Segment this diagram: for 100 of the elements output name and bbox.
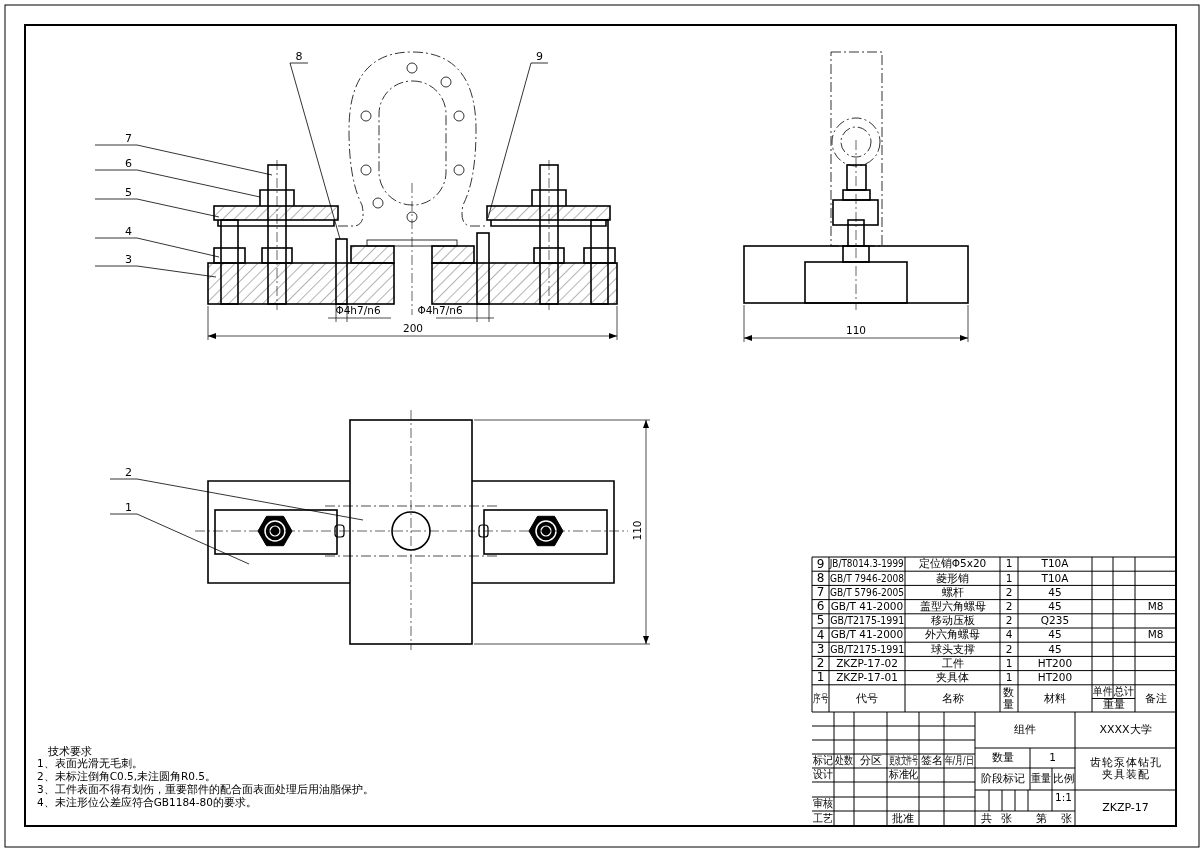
part-name: 盖型六角螺母 [919,599,986,614]
part-number: 3 [816,642,825,657]
title-block-label: 组件 [1014,722,1036,738]
standard-code: JB/T8014.3-1999 [829,557,904,572]
material: 45 [1048,628,1062,643]
title-block-label: 分区 [859,754,882,768]
leader-line [289,62,341,240]
note-text: 1、表面光滑无毛刺。 [37,757,143,770]
standard-code: GB/T 7946-2008 [830,571,904,586]
part-number: 4 [816,628,825,643]
title-block-label: 第 [1035,811,1047,826]
quantity: 1 [1005,557,1013,572]
part-number: 9 [816,557,825,572]
title-block-label: 标记 [813,754,833,768]
standard-code: GB/T 41-2000 [830,599,904,614]
quantity: 2 [1005,642,1013,657]
callout-number: 3 [95,252,137,266]
dimension-text: Φ4h7/n6 [335,306,381,316]
school-name: XXXX大学 [1099,721,1152,738]
column-header: 名称 [941,690,964,706]
note-text: 2、未标注倒角C0.5,未注圆角R0.5。 [37,770,217,783]
part-name: 螺杆 [941,585,964,600]
callout-number: 8 [290,49,308,63]
title-block-label: 工艺 [813,811,833,826]
title-block-label: 审核 [813,797,833,811]
notes-heading: 技术要求 [48,745,92,758]
leader-line [94,237,220,258]
material: HT200 [1037,656,1073,671]
remark: M8 [1147,628,1164,643]
standard-code: GB/T2175-1991 [830,613,904,628]
note-text: 4、未注形位公差应符合GB1184-80的要求。 [37,796,257,809]
column-header: 备注 [1144,690,1167,706]
material: HT200 [1037,670,1073,685]
title-block-label: 张 [1000,811,1012,826]
part-number: 6 [816,599,825,614]
dimension-text: 110 [845,325,866,336]
column-header: 重量 [1102,698,1125,712]
standard-code: GB/T 5796-2005 [830,585,904,600]
material: Q235 [1040,613,1070,628]
material: 45 [1048,585,1062,600]
title-block-label: 共 [980,811,992,826]
column-header: 单件 [1093,685,1112,699]
dimension-text: Φ4h7/n6 [417,306,463,316]
callout-number: 9 [531,49,548,63]
standard-code: GB/T 41-2000 [830,628,904,643]
title-block-label: 签名 [920,754,943,768]
drawing-number: ZKZP-17 [1102,799,1149,816]
part-name: 外六角螺母 [925,628,980,643]
title-block-label: 张 [1060,811,1072,826]
scale-value: 1:1 [1055,790,1072,806]
column-header: 代号 [856,690,878,706]
column-header: 总计 [1114,685,1134,699]
quantity: 2 [1005,613,1013,628]
callout-number: 7 [95,131,137,145]
title-block-label: 更改文件号 [888,754,918,768]
part-name: 移动压板 [930,613,975,628]
material: T10A [1041,557,1069,572]
title-block-label: 设计 [813,768,833,782]
part-number: 5 [816,613,825,628]
part-number: 7 [816,585,825,600]
part-name: 夹具体 [936,670,969,685]
standard-code: GB/T2175-1991 [830,642,904,657]
leader-line [94,265,217,278]
quantity: 1 [1005,571,1013,586]
quantity: 1 [1005,670,1013,685]
note-text: 3、工件表面不得有划伤，重要部件的配合面表面处理后用油脂保护。 [37,783,374,796]
column-header: 材料 [1044,690,1066,706]
quantity: 4 [1005,628,1013,643]
callout-number: 4 [95,224,137,238]
remark: M8 [1147,599,1164,614]
callout-number: 6 [95,156,137,170]
callout-number: 2 [110,465,137,479]
standard-code: ZKZP-17-02 [836,656,898,671]
title-block-label: 数量 [991,750,1014,766]
material: 45 [1048,642,1062,657]
material: T10A [1041,571,1069,586]
part-number: 8 [816,571,825,586]
column-header: 数量 [1003,685,1014,712]
title-block-label: 标准化 [888,768,918,782]
part-name: 球头支撑 [930,642,975,657]
part-name: 菱形销 [936,571,969,586]
quantity: 2 [1005,585,1013,600]
part-number: 2 [816,656,825,671]
column-header: 序号 [813,690,828,706]
leader-line [94,198,220,218]
material: 45 [1048,599,1062,614]
part-name: 工件 [941,656,964,671]
leader-line [109,513,250,565]
standard-code: ZKZP-17-01 [836,670,898,685]
title-block-value: 1 [1049,750,1056,766]
leader-line [94,169,261,198]
title-block-label: 重量 [1031,771,1051,787]
leader-line [109,478,364,521]
drawing-title: 齿轮泵体钻孔夹具装配 [1090,754,1162,783]
part-name: 定位销Φ5x20 [918,557,987,572]
title-block-label: 阶段标记 [980,771,1025,787]
title-block-label: 年/月/日 [945,754,974,768]
title-block-label: 比例 [1053,771,1074,787]
quantity: 1 [1005,656,1013,671]
title-block-label: 批准 [892,811,914,826]
